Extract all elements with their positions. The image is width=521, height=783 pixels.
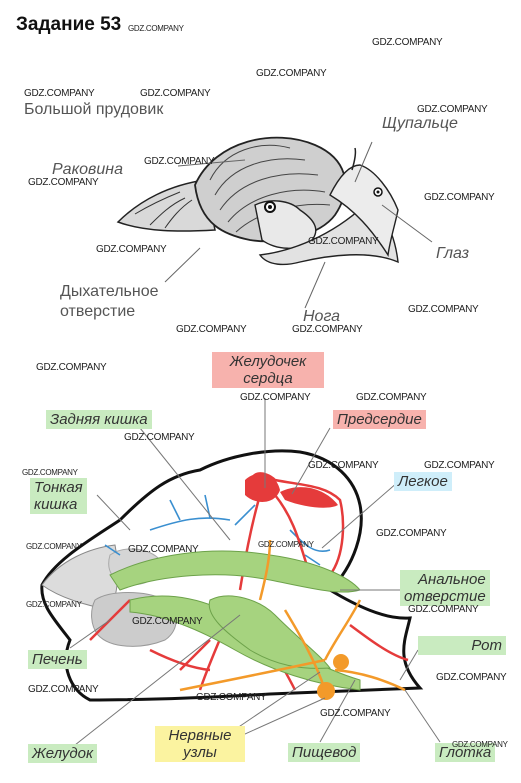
watermark: GDZ.COMPANY — [140, 88, 211, 99]
watermark: GDZ.COMPANY — [408, 604, 479, 615]
watermark: GDZ.COMPANY — [292, 324, 363, 335]
watermark: GDZ.COMPANY — [258, 540, 314, 549]
watermark: GDZ.COMPANY — [196, 692, 267, 703]
label-esophagus: Пищевод — [288, 743, 361, 762]
label-atrium: Предсердие — [333, 410, 426, 429]
label-hindgut: Задняя кишка — [46, 410, 152, 429]
watermark: GDZ.COMPANY — [128, 24, 184, 33]
label-nerve-ganglia: Нервные узлы — [155, 726, 245, 762]
watermark: GDZ.COMPANY — [308, 460, 379, 471]
watermark: GDZ.COMPANY — [36, 362, 107, 373]
watermark: GDZ.COMPANY — [436, 672, 507, 683]
label-stomach: Желудок — [28, 744, 98, 763]
watermark: GDZ.COMPANY — [408, 304, 479, 315]
label-small-intestine: Тонкая кишка — [30, 478, 87, 514]
watermark: GDZ.COMPANY — [132, 616, 203, 627]
watermark: GDZ.COMPANY — [376, 528, 447, 539]
label-anal-opening: Анальное отверстие — [400, 570, 490, 606]
watermark: GDZ.COMPANY — [28, 684, 99, 695]
watermark: GDZ.COMPANY — [356, 392, 427, 403]
watermark: GDZ.COMPANY — [424, 460, 495, 471]
label-mouth: Рот — [418, 636, 506, 655]
label-tentacle: Щупальце — [382, 115, 458, 132]
watermark: GDZ.COMPANY — [424, 192, 495, 203]
watermark: GDZ.COMPANY — [452, 740, 508, 749]
watermark: GDZ.COMPANY — [144, 156, 215, 167]
watermark: GDZ.COMPANY — [22, 468, 78, 477]
page-title: Задание 53 — [16, 14, 122, 35]
watermark: GDZ.COMPANY — [320, 708, 391, 719]
label-liver: Печень — [28, 650, 87, 669]
nerve-ganglion-2 — [317, 682, 335, 700]
watermark: GDZ.COMPANY — [26, 600, 82, 609]
label-breathing-hole: Дыхательное отверстие — [60, 283, 159, 320]
label-heart-ventricle: Желудочек сердца — [212, 352, 324, 388]
snail-species-title: Большой прудовик — [24, 101, 164, 118]
watermark: GDZ.COMPANY — [176, 324, 247, 335]
label-lung: Легкое — [394, 472, 452, 491]
label-shell: Раковина — [52, 161, 123, 178]
watermark: GDZ.COMPANY — [124, 432, 195, 443]
label-foot: Нога — [303, 308, 341, 325]
watermark: GDZ.COMPANY — [24, 88, 95, 99]
watermark: GDZ.COMPANY — [372, 37, 443, 48]
watermark: GDZ.COMPANY — [128, 544, 199, 555]
watermark: GDZ.COMPANY — [240, 392, 311, 403]
watermark: GDZ.COMPANY — [28, 177, 99, 188]
watermark: GDZ.COMPANY — [96, 244, 167, 255]
watermark: GDZ.COMPANY — [417, 104, 488, 115]
watermark: GDZ.COMPANY — [256, 68, 327, 79]
label-pharynx: Глотка — [435, 743, 496, 762]
watermark: GDZ.COMPANY — [26, 542, 82, 551]
label-eye: Глаз — [436, 245, 470, 262]
nerve-ganglion-1 — [333, 654, 349, 670]
watermark: GDZ.COMPANY — [308, 236, 379, 247]
